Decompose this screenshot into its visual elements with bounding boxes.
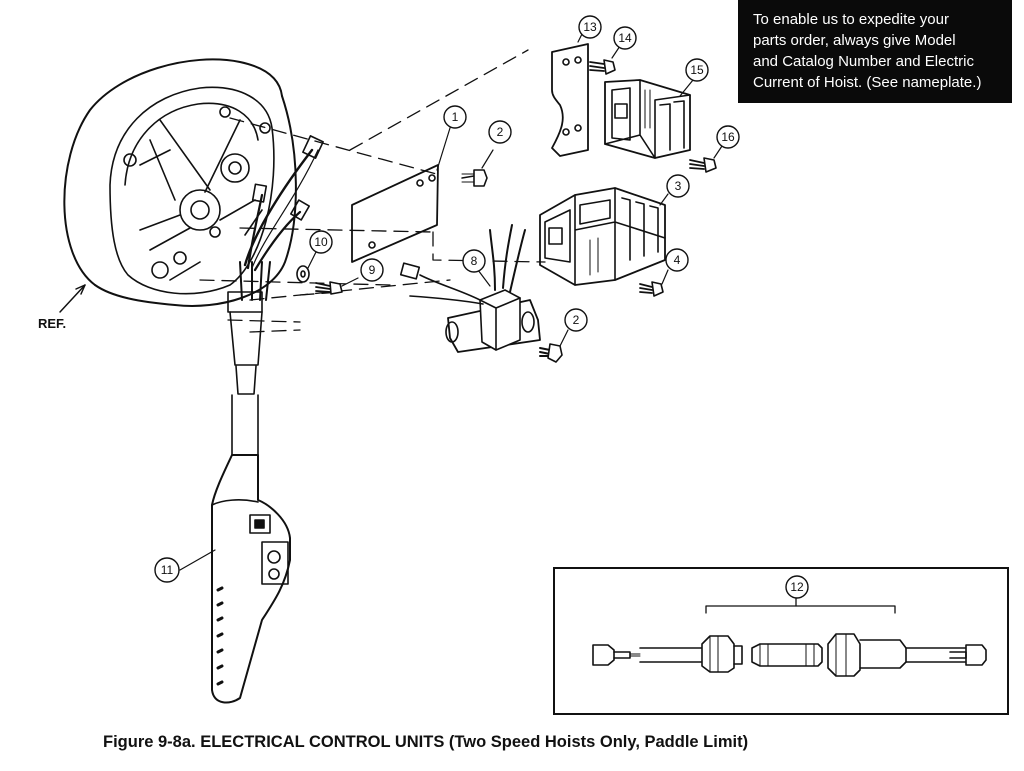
screw-contactor-upper (689, 145, 723, 173)
screw-contactor-lower (639, 269, 669, 297)
callout-8-circle (462, 249, 486, 273)
callout-9: 9 (369, 263, 376, 277)
callout-3-circle (666, 174, 690, 198)
screw-bracket (589, 45, 621, 75)
callout-2b: 2 (573, 313, 580, 327)
callout-circles (154, 15, 809, 599)
callout-1-circle (443, 105, 467, 129)
washer (296, 251, 317, 283)
callout-9-circle (360, 258, 384, 282)
alignment-dashes (199, 49, 546, 333)
callout-4-circle (665, 248, 689, 272)
callout-1: 1 (452, 110, 459, 124)
transformer (399, 224, 541, 353)
callout-12-circle (785, 575, 809, 599)
callout-14-circle (613, 26, 637, 50)
figure-caption: Figure 9-8a. ELECTRICAL CONTROL UNITS (T… (103, 733, 749, 751)
notice-line-3: and Catalog Number and Electric (753, 53, 974, 70)
callout-4: 4 (674, 253, 681, 267)
mounting-panel (351, 127, 451, 263)
pendant-station (179, 454, 291, 704)
ref-label: REF. (38, 316, 67, 331)
callout-10: 10 (314, 235, 328, 249)
callout-2a-circle (488, 120, 512, 144)
callout-3: 3 (675, 179, 682, 193)
contactor-upper (604, 79, 694, 159)
callout-labels: 1 2 3 4 8 9 10 2 11 12 13 14 15 16 (161, 20, 804, 594)
callout-16: 16 (721, 130, 735, 144)
mounting-bracket (551, 29, 589, 157)
callout-15-circle (685, 58, 709, 82)
callout-14: 14 (618, 31, 632, 45)
callout-11-circle (154, 557, 180, 583)
callout-12: 12 (790, 580, 804, 594)
notice-line-1: To enable us to expedite your (753, 11, 949, 28)
callout-2a: 2 (497, 125, 504, 139)
callout-8: 8 (471, 254, 478, 268)
callout-11: 11 (161, 563, 174, 577)
callout-10-circle (309, 230, 333, 254)
pendant-cable (227, 291, 263, 456)
fuse-holder-assembly (592, 597, 987, 677)
screw-lower (539, 329, 569, 363)
callout-13-circle (578, 15, 602, 39)
fuse-inset-frame (553, 567, 1009, 715)
screw-small (315, 277, 359, 295)
callout-2b-circle (564, 308, 588, 332)
callout-13: 13 (583, 20, 597, 34)
notice-line-2: parts order, always give Model (753, 32, 956, 49)
callout-16-circle (716, 125, 740, 149)
wire-bundle (239, 135, 324, 301)
notice-line-4: Current of Hoist. (See nameplate.) (753, 74, 982, 91)
screw-upper (461, 149, 494, 187)
ordering-notice: To enable us to expedite your parts orde… (738, 0, 1012, 103)
contactor-lower (539, 187, 669, 286)
callout-15: 15 (690, 63, 704, 77)
